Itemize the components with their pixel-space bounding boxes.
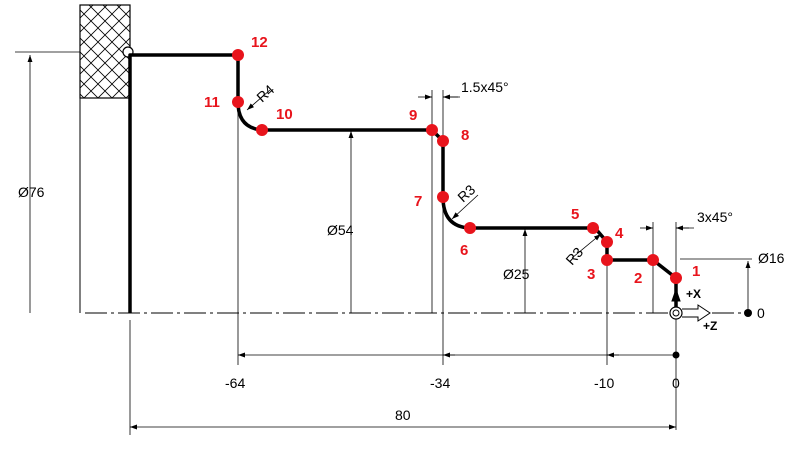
r3-lower-label: R3 xyxy=(562,244,586,268)
point-5-label: 5 xyxy=(571,206,579,223)
diameter-76-dimension: Ø76 xyxy=(15,51,80,313)
point-1-label: 1 xyxy=(692,263,700,280)
z-positions-dimension: -64 -34 -10 0 xyxy=(225,351,680,391)
radius-r4: R4 xyxy=(246,81,277,111)
point-10-marker xyxy=(256,124,268,136)
point-8-label: 8 xyxy=(461,127,469,144)
d25-label: Ø25 xyxy=(503,266,530,282)
plus-z-label: +Z xyxy=(703,319,717,333)
chamfer-3-dimension: 3x45° xyxy=(640,209,733,231)
point-11-marker xyxy=(232,96,244,108)
point-2-label: 2 xyxy=(634,270,642,287)
point-6-label: 6 xyxy=(460,242,468,259)
z-m10-label: -10 xyxy=(594,375,614,391)
z-m34-label: -34 xyxy=(430,375,450,391)
point-11-label: 11 xyxy=(204,94,220,111)
point-2-marker xyxy=(647,254,659,266)
overall-length-dimension: 80 xyxy=(130,407,676,430)
plus-x-label: +X xyxy=(686,287,701,301)
chamfer-1-5-label: 1.5x45° xyxy=(461,79,509,95)
point-12-marker xyxy=(232,49,244,61)
point-3-marker xyxy=(601,254,613,266)
diameter-16-dimension: Ø16 xyxy=(680,250,785,313)
x-zero-marker: 0 xyxy=(744,305,765,321)
coordinate-system: +X +Z xyxy=(669,287,717,333)
d54-label: Ø54 xyxy=(327,222,354,238)
point-9-label: 9 xyxy=(409,107,417,124)
radius-r3-upper: R3 xyxy=(451,181,478,220)
point-7-marker xyxy=(437,191,449,203)
point-4-label: 4 xyxy=(615,225,624,242)
point-9-marker xyxy=(426,124,438,136)
point-6-marker xyxy=(464,222,476,234)
diameter-54-dimension: Ø54 xyxy=(327,131,354,313)
point-8-marker xyxy=(437,135,449,147)
chamfer-1-5-dimension: 1.5x45° xyxy=(418,79,509,100)
diameter-25-dimension: Ø25 xyxy=(503,229,530,313)
radius-r3-lower: R3 xyxy=(562,233,602,268)
x-zero-label: 0 xyxy=(757,305,765,321)
z-m64-label: -64 xyxy=(225,375,245,391)
z-0-label: 0 xyxy=(672,375,680,391)
point-4-marker xyxy=(601,236,613,248)
point-7-label: 7 xyxy=(414,193,422,210)
point-10-label: 10 xyxy=(276,106,293,123)
point-5-marker xyxy=(587,222,599,234)
d76-label: Ø76 xyxy=(18,184,45,200)
length-80-label: 80 xyxy=(395,407,411,423)
origin-icon xyxy=(669,306,683,320)
chuck-jaw xyxy=(79,4,134,313)
chamfer-3-label: 3x45° xyxy=(697,209,733,225)
plus-z-arrow xyxy=(682,304,711,322)
point-1-marker xyxy=(670,272,682,284)
d16-label: Ø16 xyxy=(758,250,785,266)
point-12-label: 12 xyxy=(251,34,268,51)
r3-upper-label: R3 xyxy=(454,181,478,205)
point-3-label: 3 xyxy=(587,266,595,283)
